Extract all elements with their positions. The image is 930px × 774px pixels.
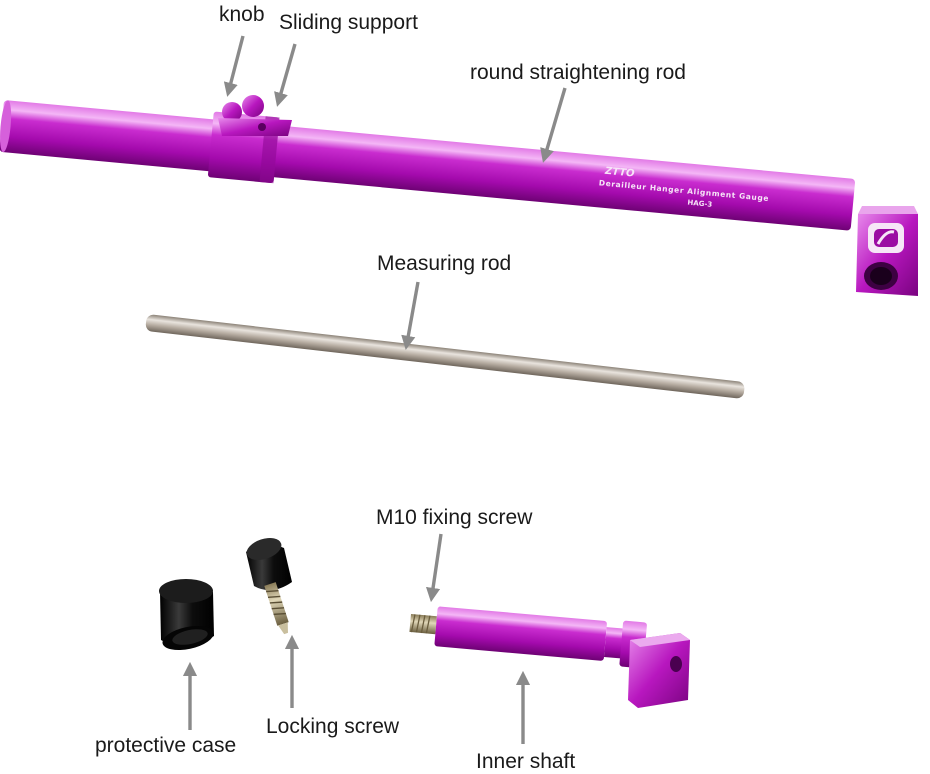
rod-tube xyxy=(0,100,855,231)
inner-shaft xyxy=(409,606,690,708)
label-locking-screw: Locking screw xyxy=(266,715,400,738)
label-sliding-support: Sliding support xyxy=(279,11,418,34)
arrow-sliding-support xyxy=(274,43,297,107)
engraving-model: HAG-3 xyxy=(687,199,713,209)
label-inner-shaft: Inner shaft xyxy=(476,750,576,773)
rod-end-block xyxy=(856,206,918,296)
label-protective-case: protective case xyxy=(95,734,237,757)
label-knob: knob xyxy=(219,3,265,26)
protective-case xyxy=(159,579,214,651)
label-measuring-rod: Measuring rod xyxy=(377,252,512,275)
round-straightening-rod: ZTTO Derailleur Hanger Alignment Gauge H… xyxy=(0,95,918,296)
knob xyxy=(218,95,292,136)
label-m10-fixing-screw: M10 fixing screw xyxy=(376,506,533,529)
locking-screw xyxy=(246,537,292,635)
label-round-straightening-rod: round straightening rod xyxy=(470,61,686,84)
arrow-knob xyxy=(223,35,245,97)
callout-arrows xyxy=(182,35,567,744)
arrow-m10-screw xyxy=(425,533,443,603)
engraving-brand: ZTTO xyxy=(603,166,635,180)
arrow-round-rod xyxy=(540,87,567,163)
arrow-measuring-rod xyxy=(401,281,420,351)
measuring-rod xyxy=(145,314,745,399)
